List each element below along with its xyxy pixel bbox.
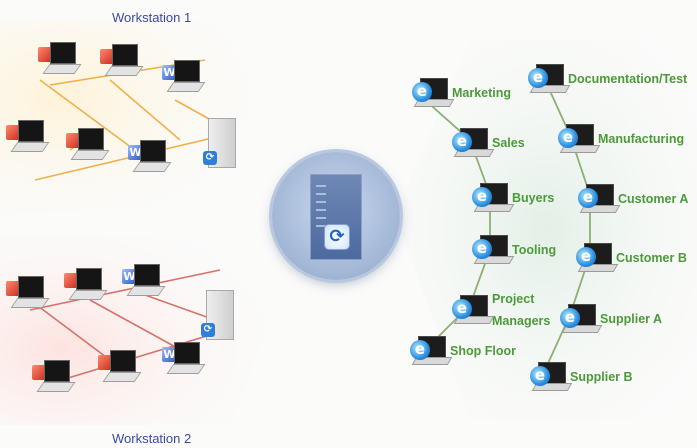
red-application-icon [6, 125, 21, 140]
node-label: Customer A [618, 192, 689, 206]
node-label: Manufacturing [598, 132, 685, 146]
word-document-icon: W [122, 269, 137, 284]
node-label: Shop Floor [450, 344, 516, 358]
keyboard-icon [36, 382, 76, 392]
monitor-icon [78, 128, 104, 150]
monitor-icon [18, 120, 44, 142]
workstation-pc [4, 120, 50, 156]
keyboard-icon [166, 364, 206, 374]
node-label: Supplier A [600, 312, 663, 326]
ie-laptop-icon: e [576, 243, 619, 273]
node-label: Customer B [616, 251, 687, 265]
keyboard-icon [132, 162, 172, 172]
monitor-icon [110, 350, 136, 372]
node-label: Buyers [512, 191, 555, 205]
keyboard-icon [104, 66, 144, 76]
workstation-pc [4, 276, 50, 312]
ie-laptop-icon: e [452, 295, 495, 325]
node-supplier-a: e Supplier A [560, 304, 662, 334]
central-server-hub: ⟳ [272, 152, 400, 280]
ie-laptop-icon: e [452, 128, 495, 158]
node-shop-floor: e Shop Floor [410, 336, 516, 366]
keyboard-icon [126, 286, 166, 296]
node-customer-a: e Customer A [578, 184, 688, 214]
node-label: Supplier B [570, 370, 633, 384]
node-customer-b: e Customer B [576, 243, 687, 273]
workstation-pc [62, 268, 108, 304]
node-label: Documentation/Test [568, 72, 688, 86]
node-label: Project Managers [492, 292, 551, 328]
workstation-pc [98, 44, 144, 80]
ie-laptop-icon: e [578, 184, 621, 214]
keyboard-icon [70, 150, 110, 160]
keyboard-icon [10, 142, 50, 152]
word-document-icon: W [162, 65, 177, 80]
node-project-managers: e Project Managers [452, 288, 550, 332]
ie-laptop-icon: e [528, 64, 571, 94]
red-application-icon [98, 355, 113, 370]
monitor-icon [112, 44, 138, 66]
monitor-icon [140, 140, 166, 162]
red-application-icon [64, 273, 79, 288]
workstation-pc: W [126, 140, 172, 176]
keyboard-icon [166, 82, 206, 92]
keyboard-icon [10, 298, 50, 308]
workstation-pc [64, 128, 110, 164]
server-tower: ⟳ [201, 290, 234, 340]
workstation-pc: W [160, 60, 206, 96]
ie-laptop-icon: e [560, 304, 603, 334]
word-document-icon: W [162, 347, 177, 362]
node-marketing: e Marketing [412, 78, 511, 108]
node-sales: e Sales [452, 128, 525, 158]
monitor-icon [76, 268, 102, 290]
word-document-icon: W [128, 145, 143, 160]
red-application-icon [100, 49, 115, 64]
ie-laptop-icon: e [472, 235, 515, 265]
workstation-pc [36, 42, 82, 78]
workstation-pc: W [160, 342, 206, 378]
workstation-pc [30, 360, 76, 396]
keyboard-icon [42, 64, 82, 74]
workstation-1-label: Workstation 1 [112, 10, 192, 25]
ie-laptop-icon: e [472, 183, 515, 213]
monitor-icon [174, 342, 200, 364]
red-application-icon [38, 47, 53, 62]
monitor-icon [134, 264, 160, 286]
node-tooling: e Tooling [472, 235, 556, 265]
ie-laptop-icon: e [412, 78, 455, 108]
node-label: Tooling [512, 243, 557, 257]
red-application-icon [6, 281, 21, 296]
red-application-icon [66, 133, 81, 148]
monitor-icon [18, 276, 44, 298]
sync-icon: ⟳ [324, 224, 350, 250]
node-buyers: e Buyers [472, 183, 554, 213]
ie-laptop-icon: e [558, 124, 601, 154]
node-label: Marketing [452, 86, 512, 100]
monitor-icon [44, 360, 70, 382]
ie-laptop-icon: e [410, 336, 453, 366]
sync-icon: ⟳ [201, 323, 215, 337]
sync-icon: ⟳ [203, 151, 217, 165]
keyboard-icon [68, 290, 108, 300]
monitor-icon [50, 42, 76, 64]
node-supplier-b: e Supplier B [530, 362, 633, 392]
monitor-icon [174, 60, 200, 82]
keyboard-icon [102, 372, 142, 382]
ie-laptop-icon: e [530, 362, 573, 392]
red-application-icon [32, 365, 47, 380]
workstation-2-label: Workstation 2 [112, 431, 192, 446]
workstation-pc [96, 350, 142, 386]
node-label: Sales [492, 136, 525, 150]
workstation-pc: W [120, 264, 166, 300]
node-documentation-test: e Documentation/Test [528, 64, 687, 94]
server-tower: ⟳ [203, 118, 236, 168]
node-manufacturing: e Manufacturing [558, 124, 684, 154]
